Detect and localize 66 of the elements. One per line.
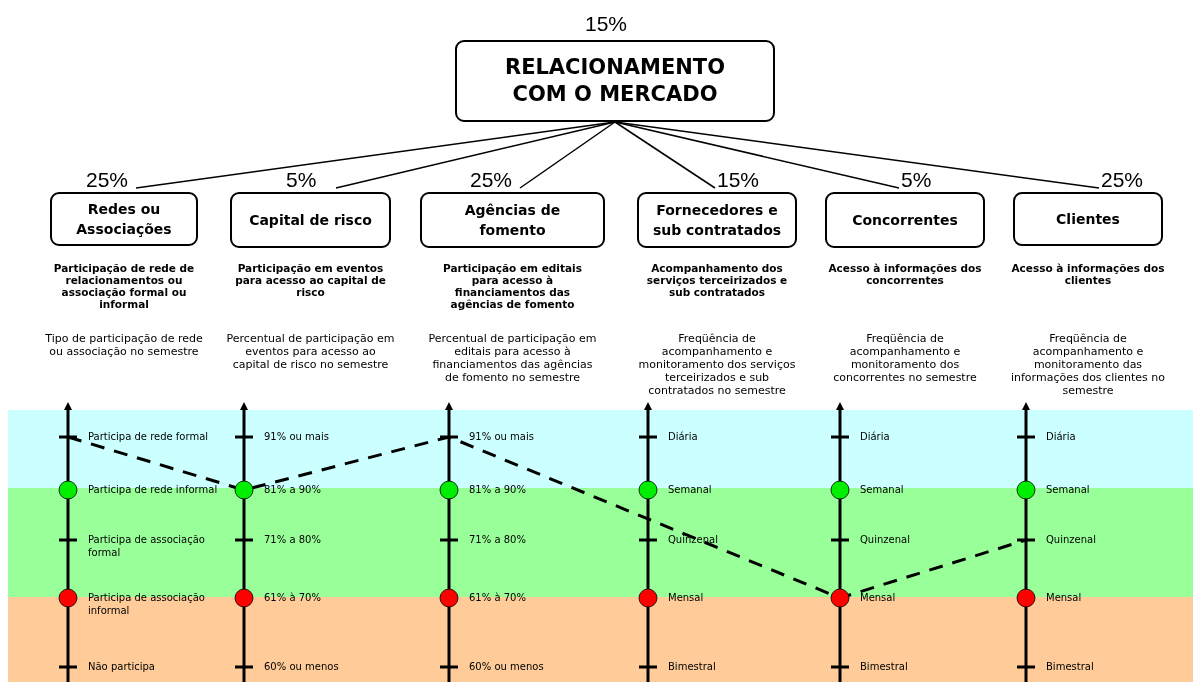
scale-label: Quinzenal [668,533,719,546]
indicator-text: Participação em editais para acesso à financiamentos das agências de fomento [442,262,583,310]
category-box [230,192,391,248]
node-title: RELACIONAMENTO COM O MERCADO [503,54,727,108]
scale-label: Semanal [668,483,713,496]
connector-line [519,121,616,189]
measure-text: Freqüência de acompanhamento e monitoramento dos concorrentes no semestre [832,332,978,384]
scale-label: Bimestral [668,660,717,673]
scale-label: 71% a 80% [469,533,527,546]
scale-label: Participa de rede formal [88,430,210,443]
scale-label: 60% ou menos [469,660,545,673]
indicator-text: Participação de rede de relacionamentos ou associação formal ou informal [52,262,196,310]
node-title: Fornecedores e sub contratados [651,201,783,240]
indicator-text: Participação em eventos para acesso ao capital de risco [234,262,387,298]
node-title: Concorrentes [851,211,959,230]
node-title: Capital de risco [248,211,373,230]
measure-text: Freqüência de acompanhamento e monitoramento dos serviços terceirizados e sub contratados no semestre [637,332,797,397]
scale-label: 91% ou mais [264,430,330,443]
node-title: Agências de fomento [463,201,562,240]
scale-label: Bimestral [1046,660,1095,673]
scale-label: Diária [668,430,699,443]
category-box [637,192,797,248]
scale-label: Mensal [860,591,897,604]
measure-text: Percentual de participação em eventos para acesso ao capital de risco no semestre [225,332,396,371]
scale-label: Participa de associação formal [88,533,206,559]
scale-label: Diária [860,430,891,443]
category-box [50,192,198,246]
scale-label: Diária [1046,430,1077,443]
indicator-text: Acesso à informações dos concorrentes [827,262,983,286]
scale-label: 60% ou menos [264,660,340,673]
scale-label: 81% a 90% [469,483,527,496]
main-box [455,40,775,122]
weight-percentage: 5% [901,168,932,192]
scale-label: Participa de associação informal [88,591,206,617]
scale-label: Semanal [860,483,905,496]
measure-text: Percentual de participação em editais para acesso à financiamentos das agências de fomento no semestre [427,332,598,384]
indicator-text: Acesso à informações dos clientes [1010,262,1166,286]
scale-label: Mensal [1046,591,1083,604]
scale-label: Quinzenal [1046,533,1097,546]
scale-label: 61% à 70% [264,591,322,604]
scale-label: Bimestral [860,660,909,673]
node-title: Redes ou Associações [75,200,173,239]
connector-line [614,121,716,189]
scale-label: Quinzenal [860,533,911,546]
weight-percentage: 25% [470,168,513,192]
indicator-text: Acompanhamento dos serviços terceirizados e sub contratados [645,262,789,298]
node-title: Clientes [1055,210,1121,229]
measure-text: Freqüência de acompanhamento e monitoramento das informações dos clientes no semestre [1009,332,1166,397]
category-box [1013,192,1163,246]
scale-label: Não participa [88,660,156,673]
weight-percentage: 25% [1101,168,1144,192]
scale-label: 61% à 70% [469,591,527,604]
scale-label: Participa de rede informal [88,483,219,496]
category-box [420,192,605,248]
weight-percentage: 5% [286,168,317,192]
scale-label: Semanal [1046,483,1091,496]
measure-text: Tipo de participação de rede ou associação no semestre [44,332,204,358]
weight-percentage: 15% [585,12,628,36]
weight-percentage: 15% [717,168,760,192]
scale-label: 71% a 80% [264,533,322,546]
connector-line [335,121,616,189]
scale-label: 81% a 90% [264,483,322,496]
category-box [825,192,985,248]
scale-label: Mensal [668,591,705,604]
weight-percentage: 25% [86,168,129,192]
scale-label: 91% ou mais [469,430,535,443]
